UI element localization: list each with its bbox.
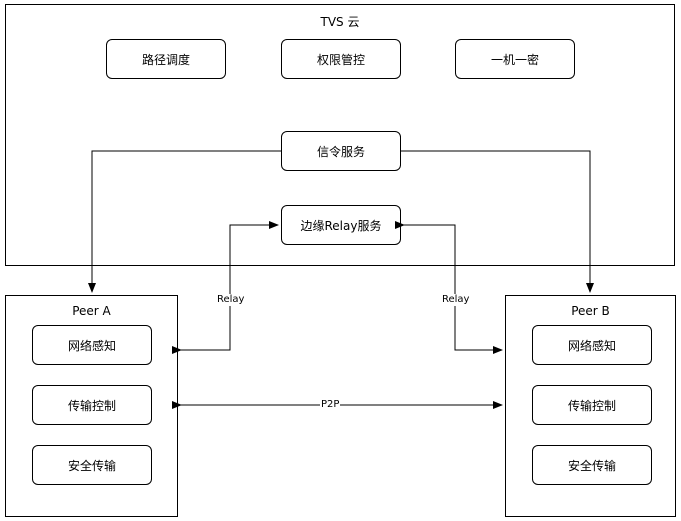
edge-relay-service-node: 边缘Relay服务 — [281, 205, 401, 245]
path-scheduling-node: 路径调度 — [106, 39, 226, 79]
signaling-service-node: 信令服务 — [281, 131, 401, 171]
relay-left-label: Relay — [216, 294, 246, 306]
peer-a-secure-transport-node: 安全传输 — [32, 445, 152, 485]
peer-b-network-sensing-node: 网络感知 — [532, 325, 652, 365]
one-device-one-key-node: 一机一密 — [455, 39, 575, 79]
peer-b-title: Peer B — [571, 304, 610, 318]
signaling-to-peer-a-edge — [88, 150, 281, 293]
peer-a-network-sensing-node: 网络感知 — [32, 325, 152, 365]
relay-right-label: Relay — [441, 294, 471, 306]
p2p-label: P2P — [320, 399, 341, 411]
peer-b-secure-transport-node: 安全传输 — [532, 445, 652, 485]
peer-a-title: Peer A — [72, 304, 111, 318]
relay-left-edge — [172, 221, 279, 354]
tvs-cloud-title: TVS 云 — [320, 15, 360, 29]
relay-right-edge — [395, 221, 503, 354]
peer-b-transport-control-node: 传输控制 — [532, 385, 652, 425]
peer-a-transport-control-node: 传输控制 — [32, 385, 152, 425]
signaling-to-peer-b-edge — [401, 150, 594, 293]
permission-control-node: 权限管控 — [281, 39, 401, 79]
